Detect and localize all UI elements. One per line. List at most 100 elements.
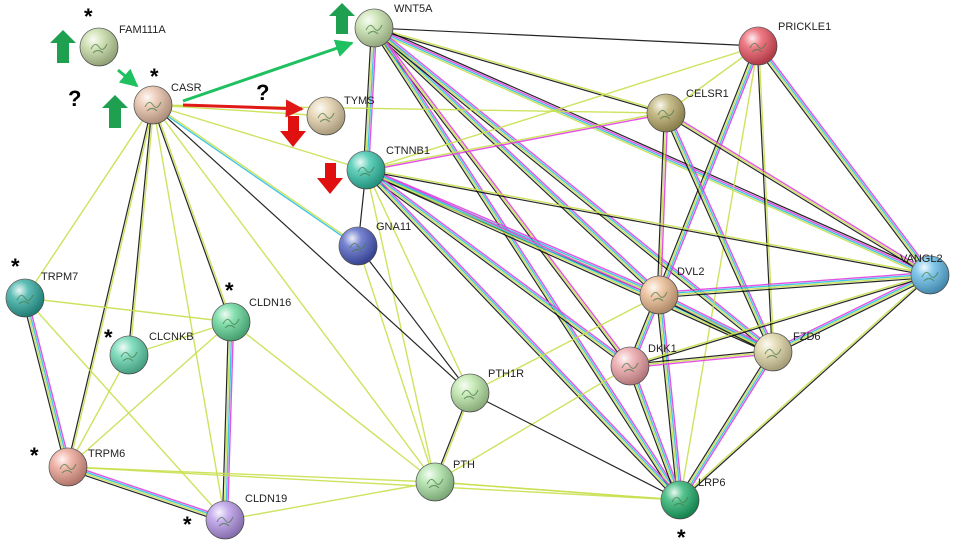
edge-channel — [374, 25, 932, 274]
edge-channel — [365, 170, 930, 277]
node-pth[interactable]: PTH — [415, 459, 475, 502]
node-celsr1[interactable]: CELSR1 — [646, 88, 729, 133]
edge-wnt5a-celsr1 — [373, 26, 667, 115]
edge-channel — [367, 28, 378, 171]
node-dkk1[interactable]: DKK1 — [610, 343, 677, 386]
edge-channel — [223, 321, 231, 520]
node-clcnkb[interactable]: CLCNKB — [109, 331, 194, 375]
edge-channel — [371, 29, 679, 502]
node-pth1r[interactable]: PTH1R — [450, 368, 524, 413]
edge-channel — [659, 276, 931, 299]
edge-channel — [25, 297, 70, 467]
node-trpm6[interactable]: TRPM6 — [48, 447, 125, 487]
edge-trpm7-cldn19 — [24, 297, 226, 521]
edge-trpm6-pth — [67, 466, 436, 483]
edge-channel — [372, 29, 772, 355]
arrow-up-icon-casr — [102, 95, 128, 128]
node-label: CELSR1 — [686, 88, 729, 100]
protein-structure-icon — [59, 463, 77, 474]
edge-channel — [152, 104, 367, 171]
node-label: PRICKLE1 — [778, 21, 831, 33]
star-trpm6: * — [30, 443, 39, 468]
edge-channel — [629, 273, 930, 366]
edge-wnt5a-prickle1 — [373, 27, 759, 47]
node-casr[interactable]: CASR — [133, 82, 202, 125]
edge-channel — [68, 463, 227, 519]
edge-channel — [667, 111, 776, 352]
edge-channel — [363, 171, 679, 503]
edge-channel — [656, 112, 665, 295]
edge-channel — [372, 28, 680, 501]
protein-structure-icon — [671, 496, 689, 507]
edge-channel — [628, 366, 680, 501]
edge-channel — [679, 45, 759, 501]
edge-channel — [372, 28, 630, 368]
node-wnt5a[interactable]: WNT5A — [354, 3, 433, 48]
edge-cldn16-pth — [230, 321, 436, 483]
edge-channel — [66, 104, 153, 467]
node-prickle1[interactable]: PRICKLE1 — [738, 21, 831, 66]
edge-channel — [68, 465, 226, 520]
protein-structure-icon — [349, 242, 367, 253]
edge-channel — [656, 44, 757, 295]
edge-ctnnb1-fzd6 — [364, 167, 775, 355]
edge-channel — [225, 322, 233, 521]
node-trpm7[interactable]: TRPM7 — [5, 271, 78, 318]
star-cldn19: * — [183, 512, 192, 537]
edge-channel — [658, 295, 773, 354]
node-vangl2[interactable]: VANGL2 — [900, 253, 950, 295]
edge-channel — [659, 113, 669, 296]
edge-channel — [373, 28, 666, 115]
edge-ctnnb1-pth1r — [365, 169, 471, 394]
edge-channel — [372, 28, 659, 297]
question-mark-left: ? — [68, 86, 81, 111]
edge-fzd6-vangl2 — [771, 272, 932, 355]
node-cldn19[interactable]: CLDN19 — [205, 493, 287, 540]
edge-channel — [21, 298, 67, 468]
protein-structure-icon — [621, 362, 639, 373]
edge-channel — [373, 27, 631, 367]
edge-channel — [366, 168, 931, 275]
node-ctnnb1[interactable]: CTNNB1 — [346, 145, 430, 190]
edge-prickle1-vangl2 — [755, 44, 933, 277]
node-gna11[interactable]: GNA11 — [338, 221, 411, 266]
arrow-down-icon-tyms — [280, 116, 306, 147]
protein-structure-icon — [120, 351, 138, 362]
protein-structure-icon — [764, 348, 782, 359]
arrow-down-icon-ctnnb1 — [317, 163, 343, 194]
node-label: FAM111A — [119, 24, 166, 36]
edge-channel — [680, 352, 775, 501]
edge-channel — [68, 105, 155, 468]
edge-channel — [469, 294, 660, 394]
node-fzd6[interactable]: FZD6 — [753, 331, 821, 372]
edge-channel — [367, 167, 683, 499]
edge-dkk1-vangl2 — [629, 273, 931, 368]
edge-channel — [630, 275, 931, 368]
node-lrp6[interactable]: LRP6 — [660, 477, 726, 520]
edge-channel — [373, 27, 759, 47]
edge-channel — [24, 297, 232, 323]
node-dvl2[interactable]: DVL2 — [639, 266, 705, 315]
node-label: CLDN19 — [245, 493, 287, 505]
edge-channel — [365, 45, 759, 171]
node-cldn16[interactable]: CLDN16 — [211, 297, 291, 342]
node-tyms[interactable]: TYMS — [306, 95, 375, 136]
edge-channel — [756, 46, 930, 276]
edge-channel — [221, 321, 230, 520]
edge-fzd6-dkk1 — [629, 349, 774, 369]
edge-prickle1-dvl2 — [656, 44, 762, 297]
edge-wnt5a-vangl2 — [372, 25, 932, 278]
edge-channel — [630, 365, 682, 500]
edge-channel — [677, 350, 772, 499]
star-trpm7: * — [11, 254, 20, 279]
edge-channel — [772, 273, 930, 352]
edge-channel — [660, 294, 684, 500]
star-fam111a: * — [84, 4, 93, 29]
arrow-up-icon-wnt5a — [329, 3, 355, 34]
edge-dvl2-fzd6 — [657, 292, 775, 355]
edge-channel — [659, 294, 682, 500]
edge-channel — [374, 26, 661, 295]
edge-channel — [371, 29, 658, 298]
node-fam111a[interactable]: FAM111A — [79, 24, 166, 67]
edge-trpm6-lrp6 — [67, 466, 681, 501]
